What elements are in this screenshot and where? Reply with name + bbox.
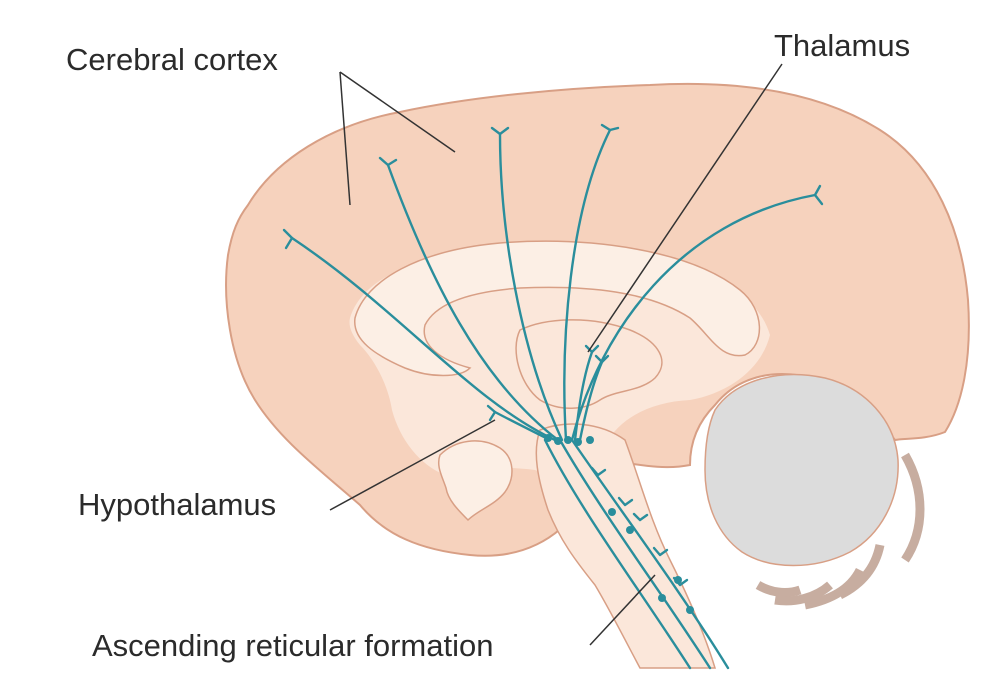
neuron-dot	[674, 576, 682, 584]
neuron-dot	[658, 594, 666, 602]
neuron-dot	[686, 606, 694, 614]
label-ascending-reticular-formation: Ascending reticular formation	[92, 628, 493, 663]
neuron-dot	[626, 526, 634, 534]
neuron-dot	[574, 438, 582, 446]
neuron-dot	[554, 437, 562, 445]
label-cerebral-cortex: Cerebral cortex	[66, 42, 278, 77]
label-thalamus: Thalamus	[774, 28, 910, 63]
cerebellum-folium	[905, 455, 920, 560]
neuron-dot	[586, 436, 594, 444]
label-hypothalamus: Hypothalamus	[78, 487, 276, 522]
neuron-dot	[544, 434, 552, 442]
neuron-dot	[564, 436, 572, 444]
neuron-dot	[608, 508, 616, 516]
cerebellum-shape	[705, 375, 898, 566]
cerebellum-folium	[758, 585, 800, 592]
